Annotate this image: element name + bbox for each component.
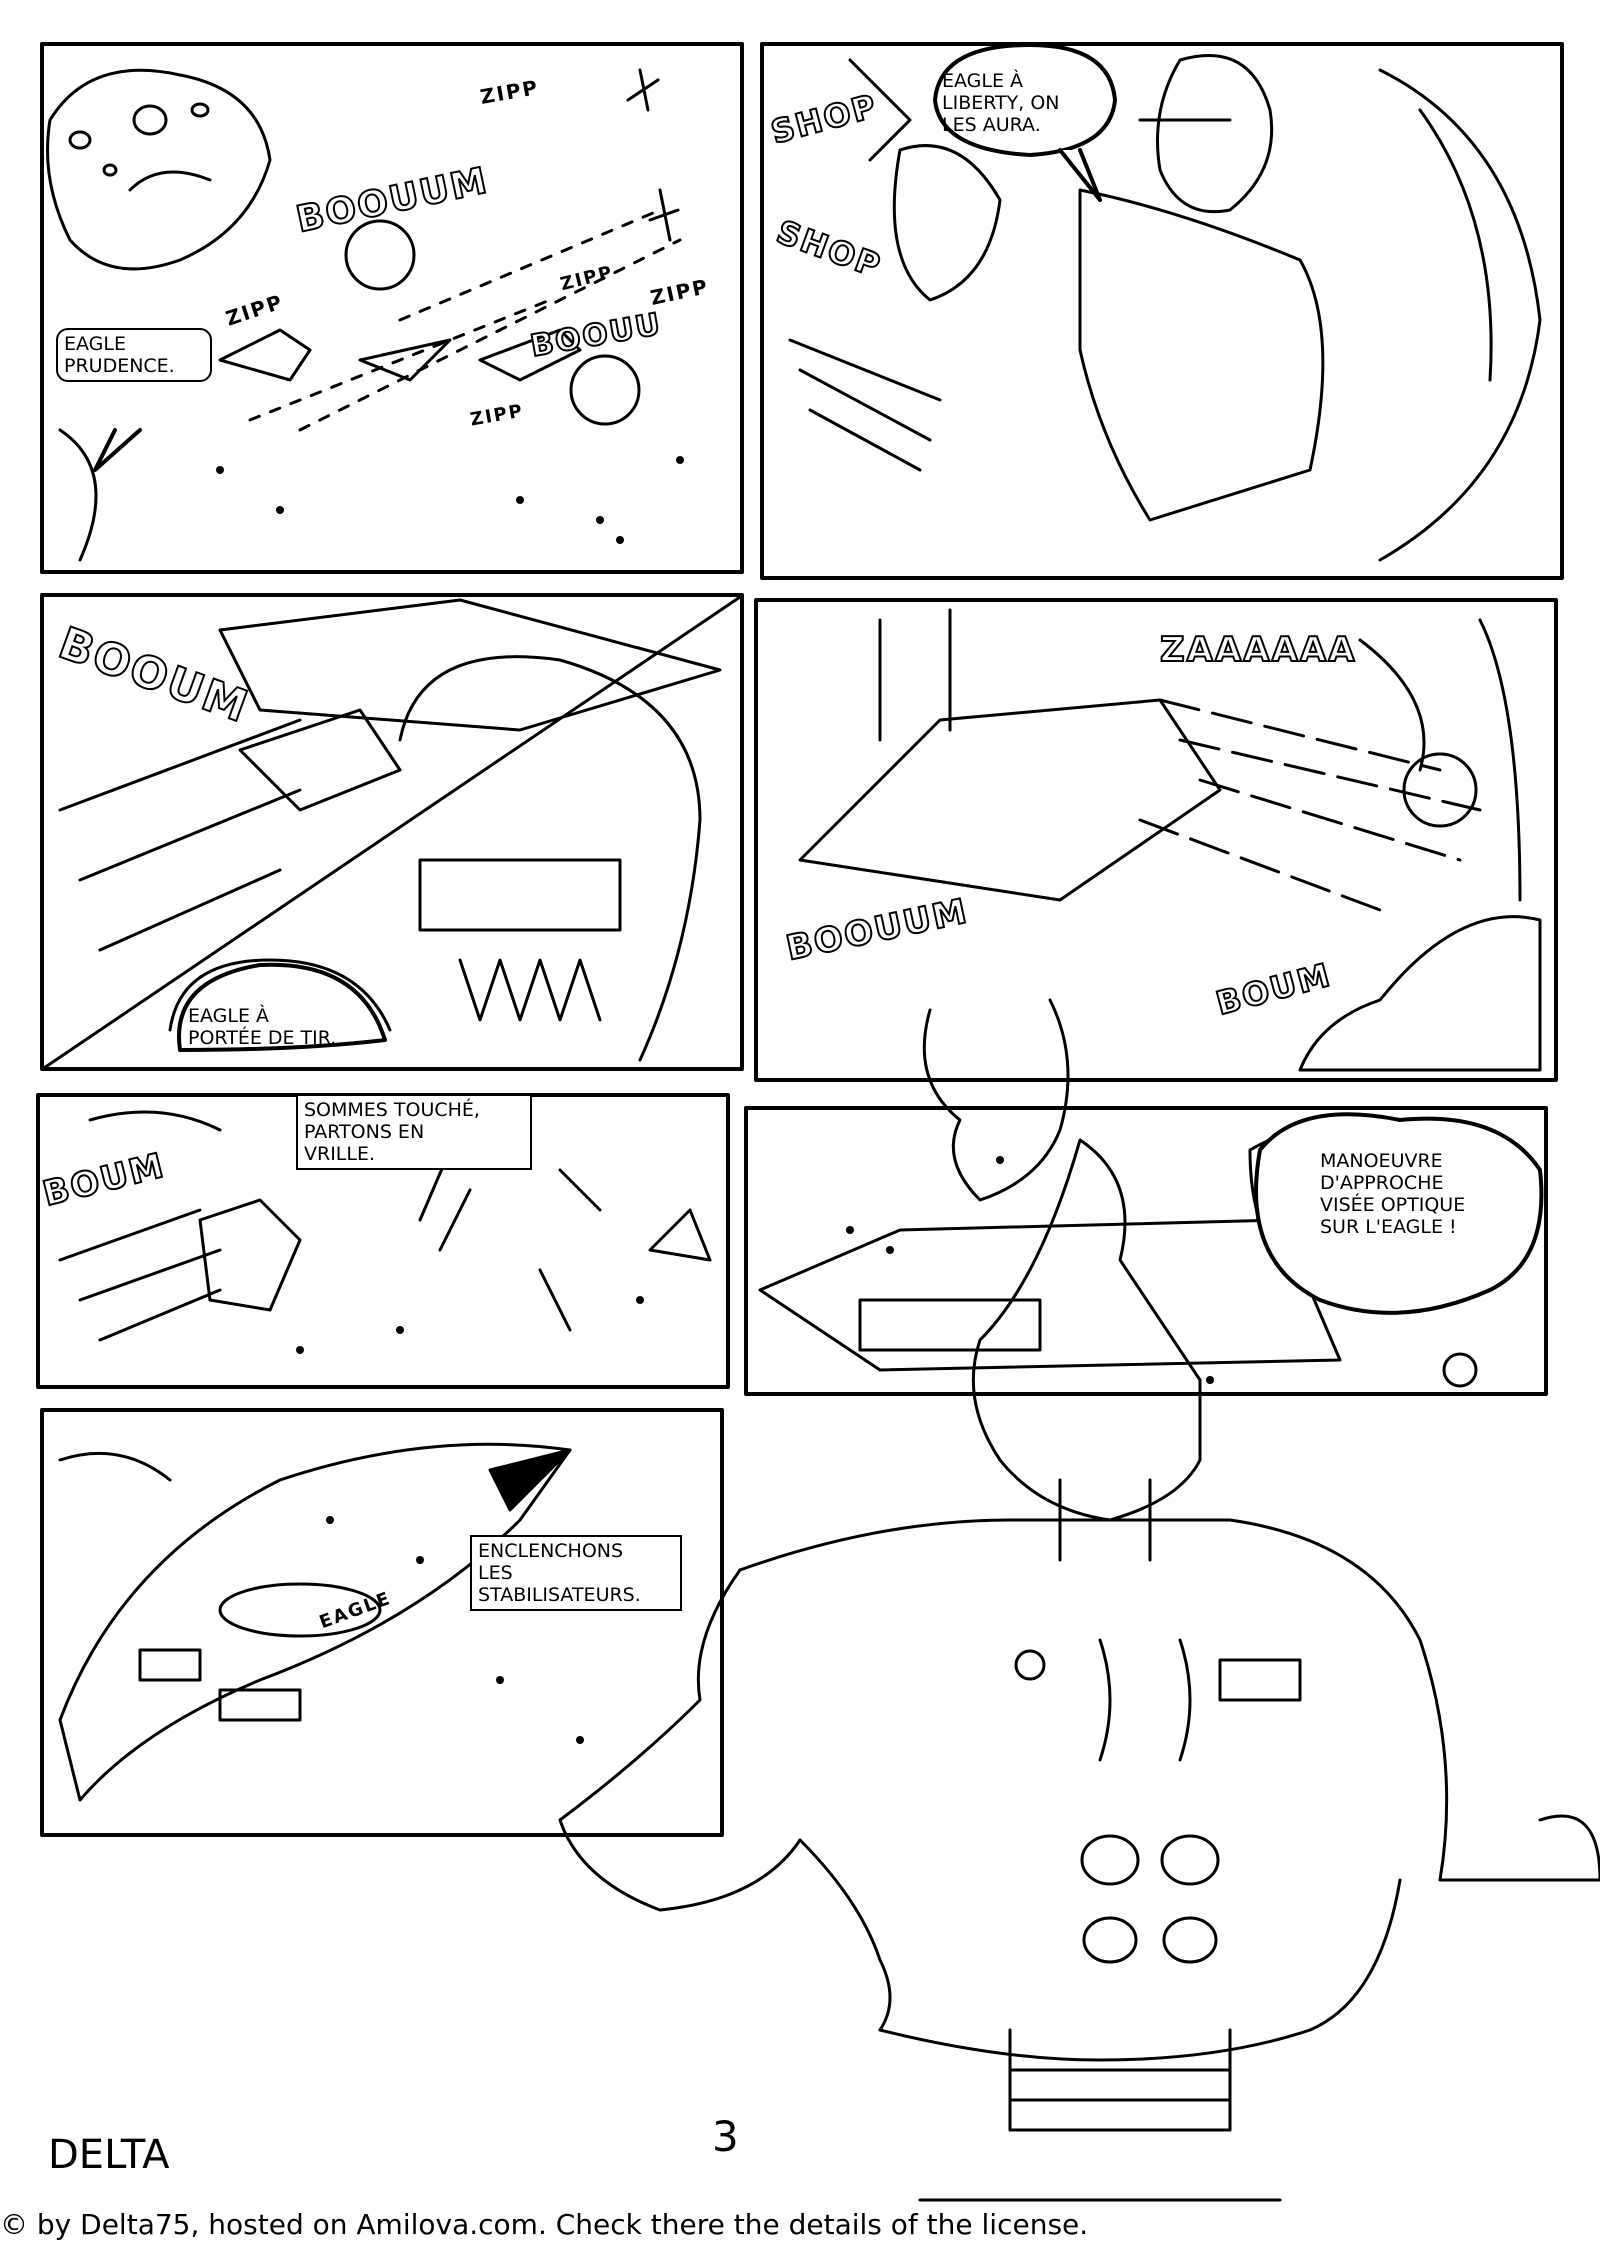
bubble-tail-p2 <box>1058 148 1102 202</box>
panel-frame-p2 <box>760 42 1564 580</box>
panel-frame-p6 <box>744 1106 1548 1396</box>
panel-4-art <box>798 608 1542 1072</box>
burst-bubble-p3-text: EAGLE À PORTÉE DE TIR. <box>188 1005 337 1049</box>
panel-2-art <box>788 54 1542 562</box>
burst-p6 <box>1254 1112 1544 1315</box>
caption-box-p5: SOMMES TOUCHÉ, PARTONS EN VRILLE. <box>296 1094 532 1170</box>
author-signature: DELTA <box>48 2132 170 2178</box>
panel-frame-p3 <box>40 593 744 1071</box>
copyright-credit: © by Delta75, hosted on Amilova.com. Che… <box>0 2208 1089 2241</box>
sfx-zaaaaaa-p4: ZAAAAAA <box>1159 629 1357 671</box>
burst-p3 <box>177 962 387 1052</box>
monster-figure <box>558 998 1600 2202</box>
burst-bubble-p6-text: MANOEUVRE D'APPROCHE VISÉE OPTIQUE SUR L… <box>1320 1150 1466 1238</box>
bubble-tail-p1 <box>93 428 142 472</box>
speech-bubble-p2-text: EAGLE À LIBERTY, ON LES AURA. <box>942 70 1060 136</box>
panel-1-art <box>46 68 682 562</box>
caption-box-p7: ENCLENCHONS LES STABILISATEURS. <box>470 1535 682 1611</box>
panel-7-art <box>58 1442 572 1802</box>
panel-frame-p7 <box>40 1408 724 1837</box>
speech-bubble-p1: EAGLE PRUDENCE. <box>56 328 212 382</box>
page-number: 3 <box>712 2112 739 2161</box>
panel-5-art <box>58 1110 712 1342</box>
bubble-p2 <box>933 43 1117 157</box>
panel-3-art <box>42 595 742 1070</box>
panel-frame-p4 <box>754 598 1558 1082</box>
panel-frame-p1 <box>40 42 744 574</box>
